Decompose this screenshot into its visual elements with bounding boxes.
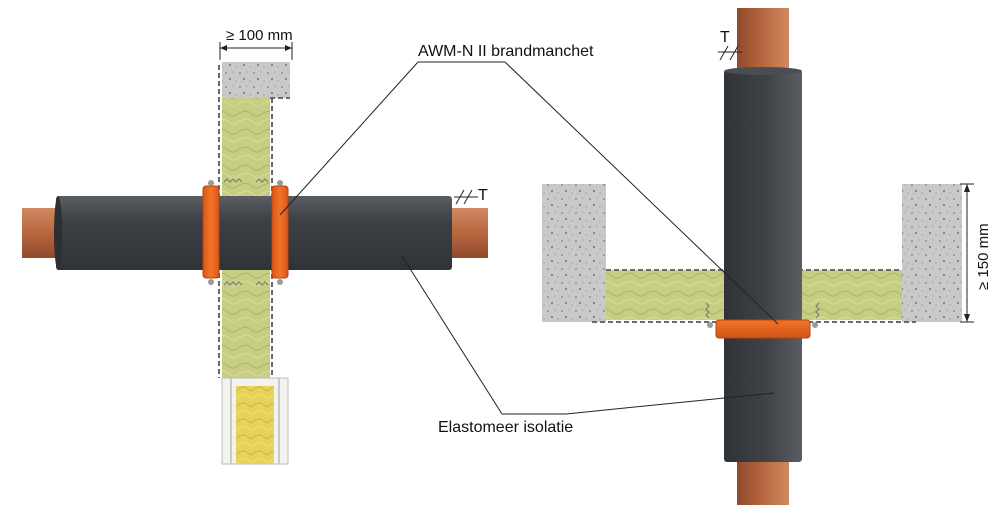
drywall-wool-infill [236,386,274,464]
insulation-end-left [54,196,62,270]
screw [277,279,283,285]
copper-pipe-top-end [737,8,789,76]
fire-collar-right [271,185,289,279]
screw-thread [815,302,820,319]
screw-thread [223,281,243,286]
insulation-leader-left [401,255,503,415]
horizontal-pipe [22,178,488,286]
screw-thread [255,281,269,286]
screw [208,180,214,186]
thickness-label-left: T [478,187,488,204]
collar-label: AWM-N II brandmanchet [418,43,594,60]
concrete-floor-left [542,184,606,322]
leader-lines [279,61,779,415]
fire-collar-left [202,185,220,279]
thickness-label-right: T [720,29,730,46]
wall-min-thickness-label: ≥ 100 mm [226,27,293,44]
copper-pipe-right-end [448,208,488,258]
vertical-pipe [705,8,820,505]
fire-collar-floor [715,319,811,339]
screw-thread [223,178,243,183]
copper-pipe-bottom-end [737,455,789,505]
screw [277,180,283,186]
screw-thread [705,302,710,319]
concrete-block-top [222,62,290,98]
elastomer-insulation-vertical [724,70,802,462]
collar-leader-right [504,61,779,325]
screw-thread [255,178,269,183]
floor-min-thickness-label: ≥ 150 mm [975,223,992,290]
insulation-leader-right [565,392,775,415]
insulation-thickness-mark-left [454,189,478,205]
screw [812,322,818,328]
concrete-floor-right [902,184,962,322]
insulation-thickness-mark-right [718,45,742,61]
elastomer-insulation-horizontal [56,196,452,270]
collar-leader-left [279,61,419,216]
wall-thickness-dimension [219,42,293,60]
floor-thickness-dimension [960,183,974,323]
screw [208,279,214,285]
insulation-end-top [724,67,802,75]
insulation-label: Elastomeer isolatie [438,419,574,436]
screw [707,322,713,328]
